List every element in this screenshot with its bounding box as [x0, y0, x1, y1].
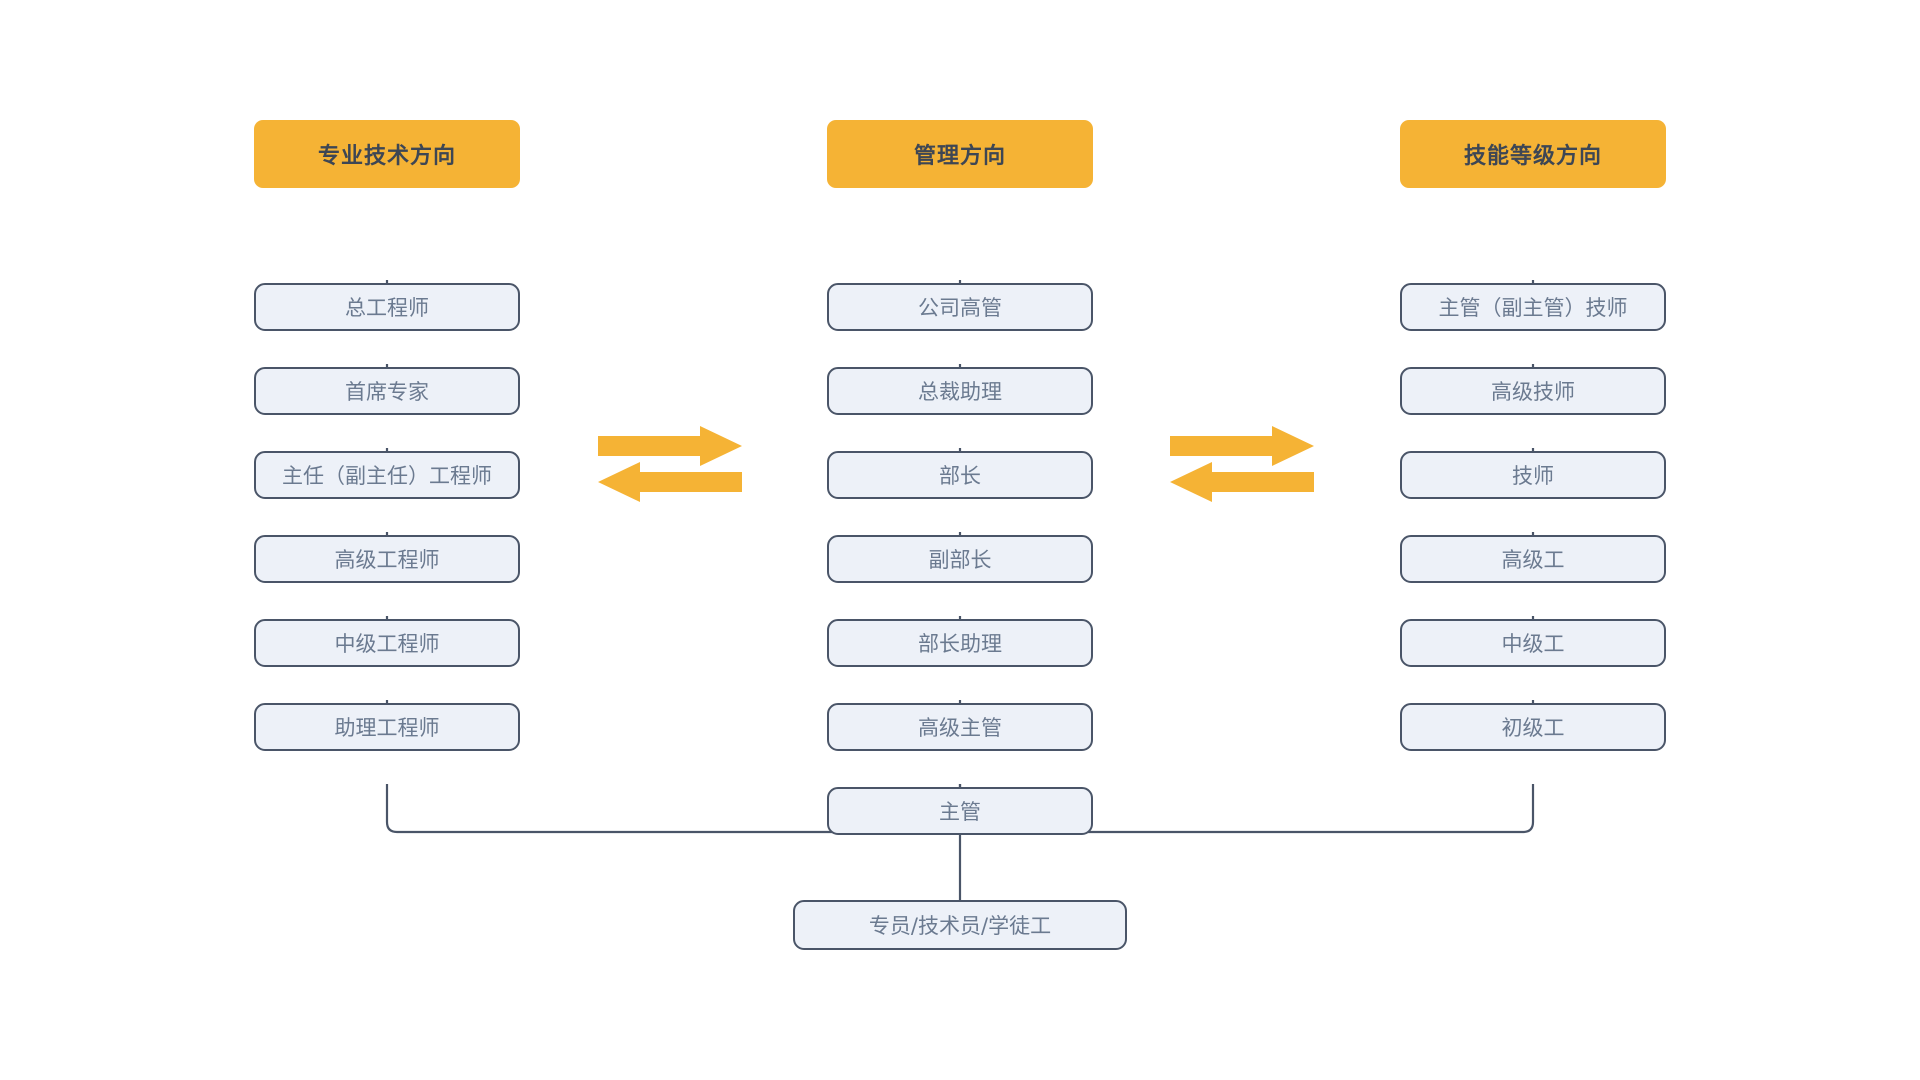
node-tech-2[interactable]: 首席专家 [254, 367, 520, 415]
node-skill-3[interactable]: 技师 [1400, 451, 1666, 499]
node-tech-1[interactable]: 总工程师 [254, 283, 520, 331]
node-tech-4[interactable]: 高级工程师 [254, 535, 520, 583]
node-skill-4[interactable]: 高级工 [1400, 535, 1666, 583]
arrow-left-icon [598, 462, 742, 502]
column-technical: 专业技术方向 总工程师 首席专家 主任（副主任）工程师 高级工程师 中级工程师 … [254, 120, 520, 751]
node-mgmt-6[interactable]: 高级主管 [827, 703, 1093, 751]
node-tech-6[interactable]: 助理工程师 [254, 703, 520, 751]
arrow-left-icon [1170, 462, 1314, 502]
node-skill-5[interactable]: 中级工 [1400, 619, 1666, 667]
node-mgmt-5[interactable]: 部长助理 [827, 619, 1093, 667]
node-mgmt-7[interactable]: 主管 [827, 787, 1093, 835]
column-management: 管理方向 公司高管 总裁助理 部长 副部长 部长助理 高级主管 主管 [827, 120, 1093, 835]
column-skill: 技能等级方向 主管（副主管）技师 高级技师 技师 高级工 中级工 初级工 [1400, 120, 1666, 751]
column-header-skill: 技能等级方向 [1400, 120, 1666, 188]
node-tech-3[interactable]: 主任（副主任）工程师 [254, 451, 520, 499]
exchange-arrows-management-skill [1170, 426, 1314, 502]
arrow-right-icon [598, 426, 742, 466]
node-skill-1[interactable]: 主管（副主管）技师 [1400, 283, 1666, 331]
node-base-entry[interactable]: 专员/技术员/学徒工 [793, 900, 1127, 950]
column-header-management: 管理方向 [827, 120, 1093, 188]
node-tech-5[interactable]: 中级工程师 [254, 619, 520, 667]
node-skill-2[interactable]: 高级技师 [1400, 367, 1666, 415]
column-header-technical: 专业技术方向 [254, 120, 520, 188]
exchange-arrows-tech-management [598, 426, 742, 502]
node-mgmt-2[interactable]: 总裁助理 [827, 367, 1093, 415]
node-skill-6[interactable]: 初级工 [1400, 703, 1666, 751]
node-mgmt-3[interactable]: 部长 [827, 451, 1093, 499]
node-mgmt-4[interactable]: 副部长 [827, 535, 1093, 583]
node-mgmt-1[interactable]: 公司高管 [827, 283, 1093, 331]
arrow-right-icon [1170, 426, 1314, 466]
